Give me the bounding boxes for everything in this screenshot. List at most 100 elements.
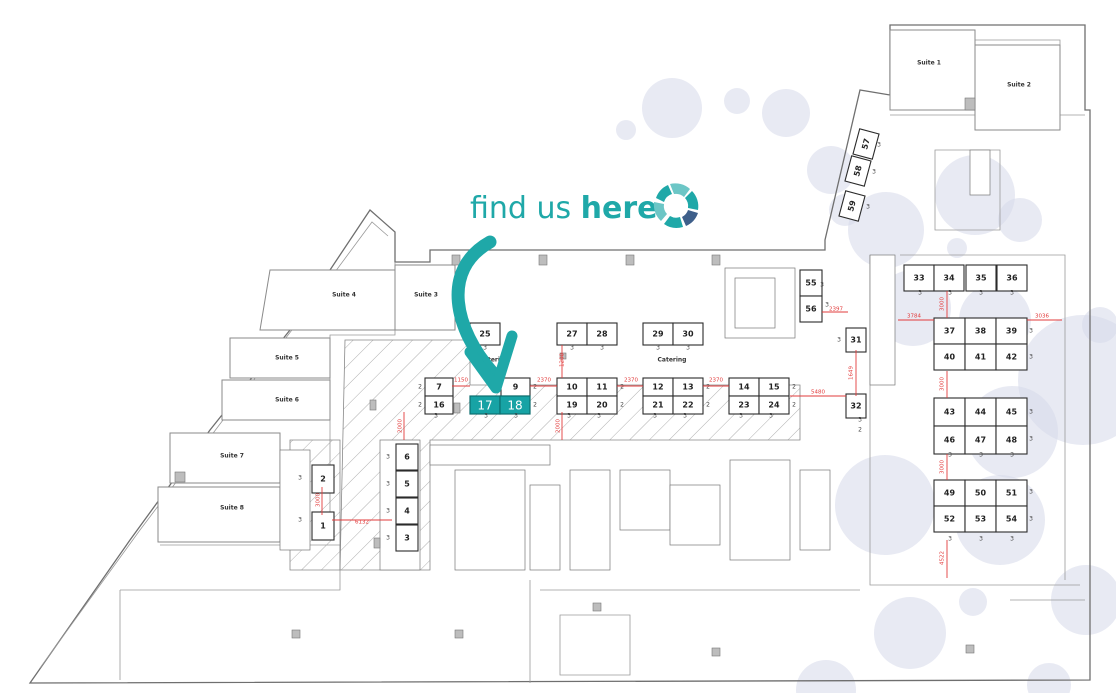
- stand-50-box: [964, 479, 997, 507]
- stand-31-label: 31: [850, 336, 862, 345]
- dimension-label: 2000: [556, 419, 562, 433]
- stand-34-label: 34: [943, 274, 955, 283]
- stand-side-marker: 3: [1029, 436, 1033, 443]
- stand-side-marker: 3: [825, 302, 829, 309]
- stand-side-marker: 3: [820, 282, 824, 289]
- dimension-label: 1150: [454, 378, 468, 384]
- stand-24-label: 24: [768, 401, 780, 410]
- stand-side-marker: 3: [386, 535, 390, 542]
- stand-side-marker: 3: [769, 413, 773, 420]
- stand-41-label: 41: [975, 353, 987, 362]
- stand-3-box: [395, 524, 419, 552]
- stand-45-box: [995, 397, 1028, 427]
- stand-37-label: 37: [944, 327, 955, 336]
- stand-38-box: [964, 317, 997, 345]
- stand-52-box: [933, 505, 966, 533]
- suite-5-label: Suite 5: [275, 355, 299, 362]
- stand-57-label: 57: [860, 137, 872, 150]
- stand-16-box: [424, 395, 454, 415]
- stand-16-label: 16: [433, 401, 445, 410]
- dimension-label: 2370: [537, 378, 551, 384]
- stand-22-box: [672, 395, 704, 415]
- dimension-label: 3000: [316, 493, 322, 507]
- stand-32-label: 32: [850, 402, 861, 411]
- catering-label-right: Catering: [658, 357, 687, 364]
- stand-side-marker: 3: [866, 204, 870, 211]
- stand-30-label: 30: [682, 330, 694, 339]
- stand-59: 59: [838, 190, 866, 222]
- stand-5-label: 5: [404, 480, 410, 489]
- stand-53-box: [964, 505, 997, 533]
- stand-58: 58: [844, 155, 872, 187]
- stand-54-label: 54: [1006, 515, 1018, 524]
- stand-18-highlighted: [499, 395, 531, 415]
- stand-34-box: [933, 264, 965, 292]
- stand-23-label: 23: [738, 401, 749, 410]
- stand-46-box: [933, 425, 966, 455]
- stand-side-marker: 2: [418, 402, 422, 409]
- stand-1-box: [311, 511, 335, 541]
- stand-30-box: [672, 322, 704, 346]
- dimension-label: 3784: [907, 314, 921, 320]
- stand-11-label: 11: [596, 383, 608, 392]
- dimension-label: 2370: [624, 378, 638, 384]
- stand-side-marker: 2: [706, 384, 710, 391]
- stand-side-marker: 3: [918, 290, 922, 297]
- suite-8-label: Suite 8: [220, 505, 244, 512]
- stand-side-marker: 3: [386, 481, 390, 488]
- stand-side-marker: 3: [514, 413, 518, 420]
- stand-4-box: [395, 497, 419, 525]
- stand-side-marker: 2: [620, 384, 624, 391]
- stand-side-marker: 3: [979, 536, 983, 543]
- stand-side-marker: 3: [979, 452, 983, 459]
- stand-side-marker: 3: [948, 290, 952, 297]
- stand-side-marker: 3: [653, 413, 657, 420]
- stand-22-label: 22: [682, 401, 693, 410]
- stand-6-box: [395, 443, 419, 471]
- stand-35-label: 35: [975, 274, 987, 283]
- stand-56-box: [799, 295, 823, 323]
- suites: [157, 29, 1061, 543]
- dimension-annotations: 1150 2370 2370 2370 1200 6132 3000 2397 …: [316, 291, 1062, 578]
- stand-side-marker: 3: [386, 508, 390, 515]
- stand-side-marker: 3: [683, 413, 687, 420]
- stand-side-marker: 3: [1010, 290, 1014, 297]
- dimension-label: 1200: [560, 353, 566, 367]
- stand-side-marker: 2: [792, 402, 796, 409]
- stand-37-box: [933, 317, 966, 345]
- stand-15-label: 15: [768, 383, 780, 392]
- stand-57: 57: [852, 128, 880, 160]
- dimension-label: 3036: [1035, 314, 1049, 320]
- stand-side-marker: 2: [792, 384, 796, 391]
- stand-27-label: 27: [566, 330, 577, 339]
- stand-side-marker: 3: [858, 417, 862, 424]
- stand-39-box: [995, 317, 1028, 345]
- stand-12-label: 12: [652, 383, 663, 392]
- stand-side-marker: 3: [1029, 409, 1033, 416]
- stand-39-label: 39: [1006, 327, 1018, 336]
- dimension-label: 2370: [709, 378, 723, 384]
- pointer-arrow: [451, 235, 499, 379]
- stand-48-box: [995, 425, 1028, 455]
- stand-side-marker: 2: [533, 402, 537, 409]
- stand-side-marker: 3: [1029, 489, 1033, 496]
- stand-50-label: 50: [975, 489, 987, 498]
- dimension-label: 3000: [940, 377, 946, 391]
- stand-53-label: 53: [975, 515, 986, 524]
- stand-33-label: 33: [913, 274, 924, 283]
- stand-side-marker: 3: [877, 142, 881, 149]
- stand-40-label: 40: [944, 353, 956, 362]
- stand-45-label: 45: [1006, 408, 1018, 417]
- stand-33-box: [903, 264, 935, 292]
- stand-9-label: 9: [513, 383, 519, 392]
- suite-4-label: Suite 4: [332, 292, 356, 299]
- stand-38-label: 38: [975, 327, 987, 336]
- stand-side-marker: 3: [298, 475, 302, 482]
- stand-20-label: 20: [596, 401, 608, 410]
- stand-side-marker: 3: [979, 290, 983, 297]
- stand-41-box: [964, 343, 997, 371]
- stand-side-marker: 3: [1029, 328, 1033, 335]
- stand-3-label: 3: [404, 534, 410, 543]
